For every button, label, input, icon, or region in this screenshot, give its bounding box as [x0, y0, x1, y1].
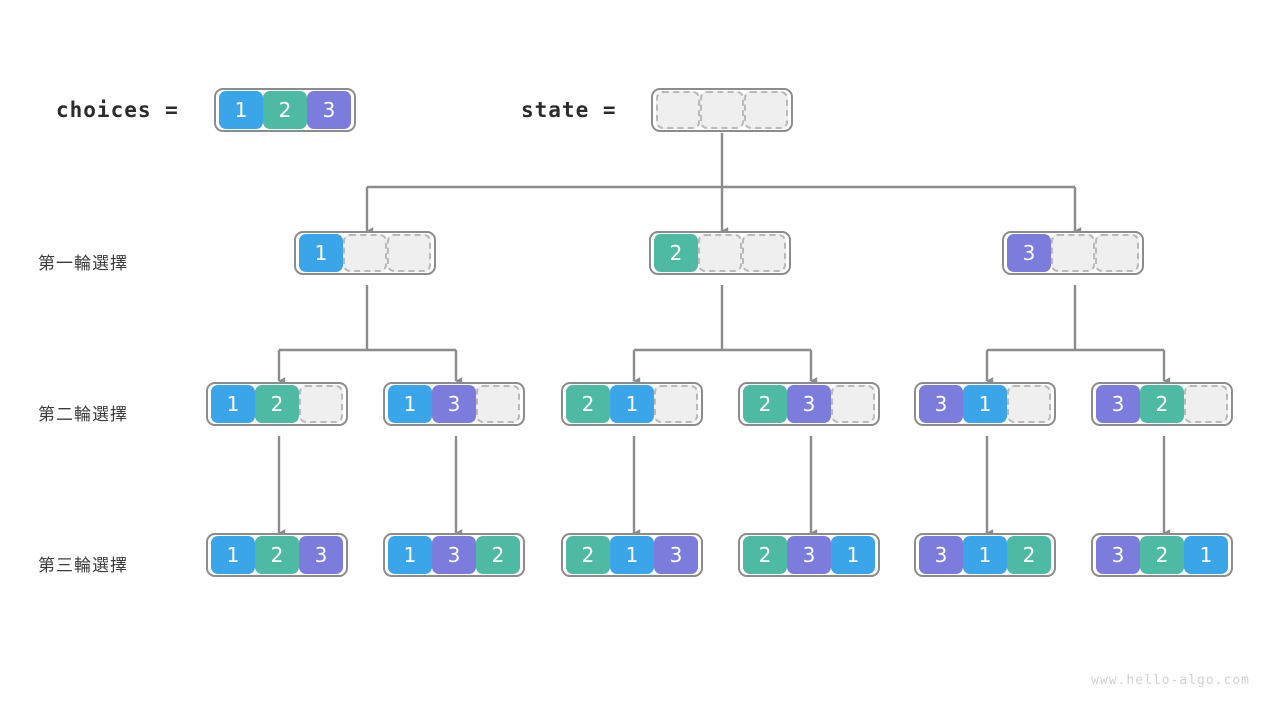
round-3-node-5-cell-1-value-1: 1 — [963, 536, 1007, 574]
state-label: state = — [521, 98, 617, 122]
round-2-node-5-cell-0-value-3: 3 — [919, 385, 963, 423]
round-2-node-4-cell-0-value-2: 2 — [743, 385, 787, 423]
round-3-node-2-cell-0-value-1: 1 — [388, 536, 432, 574]
round-2-node-2-cell-2-empty — [476, 385, 520, 423]
round-1-node-2-cell-2-empty — [742, 234, 786, 272]
round-1-node-1: 1 — [294, 231, 436, 275]
round-3-node-5-cell-0-value-3: 3 — [919, 536, 963, 574]
round-1-node-3-cell-2-empty — [1095, 234, 1139, 272]
round-3-node-3-cell-1-value-1: 1 — [610, 536, 654, 574]
round-2-node-1-cell-0-value-1: 1 — [211, 385, 255, 423]
round-2-node-3-cell-1-value-1: 1 — [610, 385, 654, 423]
round-2-node-6-cell-1-value-2: 2 — [1140, 385, 1184, 423]
choices-cell-2-value-3: 3 — [307, 91, 351, 129]
round-3-node-6-cell-0-value-3: 3 — [1096, 536, 1140, 574]
round-3-node-2-cell-1-value-3: 3 — [432, 536, 476, 574]
round-2-node-2-cell-1-value-3: 3 — [432, 385, 476, 423]
round-2-node-1-cell-1-value-2: 2 — [255, 385, 299, 423]
round-2-node-6-cell-0-value-3: 3 — [1096, 385, 1140, 423]
round-2-node-3-cell-0-value-2: 2 — [566, 385, 610, 423]
round-2-node-2-cell-0-value-1: 1 — [388, 385, 432, 423]
row-label-round-2: 第二輪選擇 — [38, 405, 128, 425]
round-2-node-4-cell-2-empty — [831, 385, 875, 423]
round-1-node-1-cell-0-value-1: 1 — [299, 234, 343, 272]
round-1-node-3-cell-0-value-3: 3 — [1007, 234, 1051, 272]
round-3-node-6-cell-1-value-2: 2 — [1140, 536, 1184, 574]
round-3-node-1-cell-1-value-2: 2 — [255, 536, 299, 574]
round-2-node-6-cell-2-empty — [1184, 385, 1228, 423]
watermark: www.hello-algo.com — [1091, 673, 1250, 688]
round-3-node-2-cell-2-value-2: 2 — [476, 536, 520, 574]
round-3-node-4-cell-0-value-2: 2 — [743, 536, 787, 574]
choices-label: choices = — [56, 98, 179, 122]
round-1-node-3: 3 — [1002, 231, 1144, 275]
round-2-node-4-cell-1-value-3: 3 — [787, 385, 831, 423]
choices-cell-1-value-2: 2 — [263, 91, 307, 129]
round-3-node-4-cell-1-value-3: 3 — [787, 536, 831, 574]
state-cell-0-empty — [656, 91, 700, 129]
round-2-node-3-cell-2-empty — [654, 385, 698, 423]
round-2-node-1-cell-2-empty — [299, 385, 343, 423]
round-3-node-5-cell-2-value-2: 2 — [1007, 536, 1051, 574]
round-1-node-1-cell-1-empty — [343, 234, 387, 272]
state-array — [651, 88, 793, 132]
round-3-node-3-cell-2-value-3: 3 — [654, 536, 698, 574]
round-3-node-1-cell-2-value-3: 3 — [299, 536, 343, 574]
row-label-round-1: 第一輪選擇 — [38, 254, 128, 274]
round-1-node-2: 2 — [649, 231, 791, 275]
round-1-node-1-cell-2-empty — [387, 234, 431, 272]
round-3-node-1-cell-0-value-1: 1 — [211, 536, 255, 574]
round-3-node-3-cell-0-value-2: 2 — [566, 536, 610, 574]
round-2-node-5-cell-2-empty — [1007, 385, 1051, 423]
round-2-node-5-cell-1-value-1: 1 — [963, 385, 1007, 423]
choices-cell-0-value-1: 1 — [219, 91, 263, 129]
state-cell-2-empty — [744, 91, 788, 129]
round-3-node-6-cell-2-value-1: 1 — [1184, 536, 1228, 574]
round-1-node-2-cell-1-empty — [698, 234, 742, 272]
round-1-node-3-cell-1-empty — [1051, 234, 1095, 272]
row-label-round-3: 第三輪選擇 — [38, 556, 128, 576]
round-1-node-2-cell-0-value-2: 2 — [654, 234, 698, 272]
round-3-node-4-cell-2-value-1: 1 — [831, 536, 875, 574]
state-cell-1-empty — [700, 91, 744, 129]
